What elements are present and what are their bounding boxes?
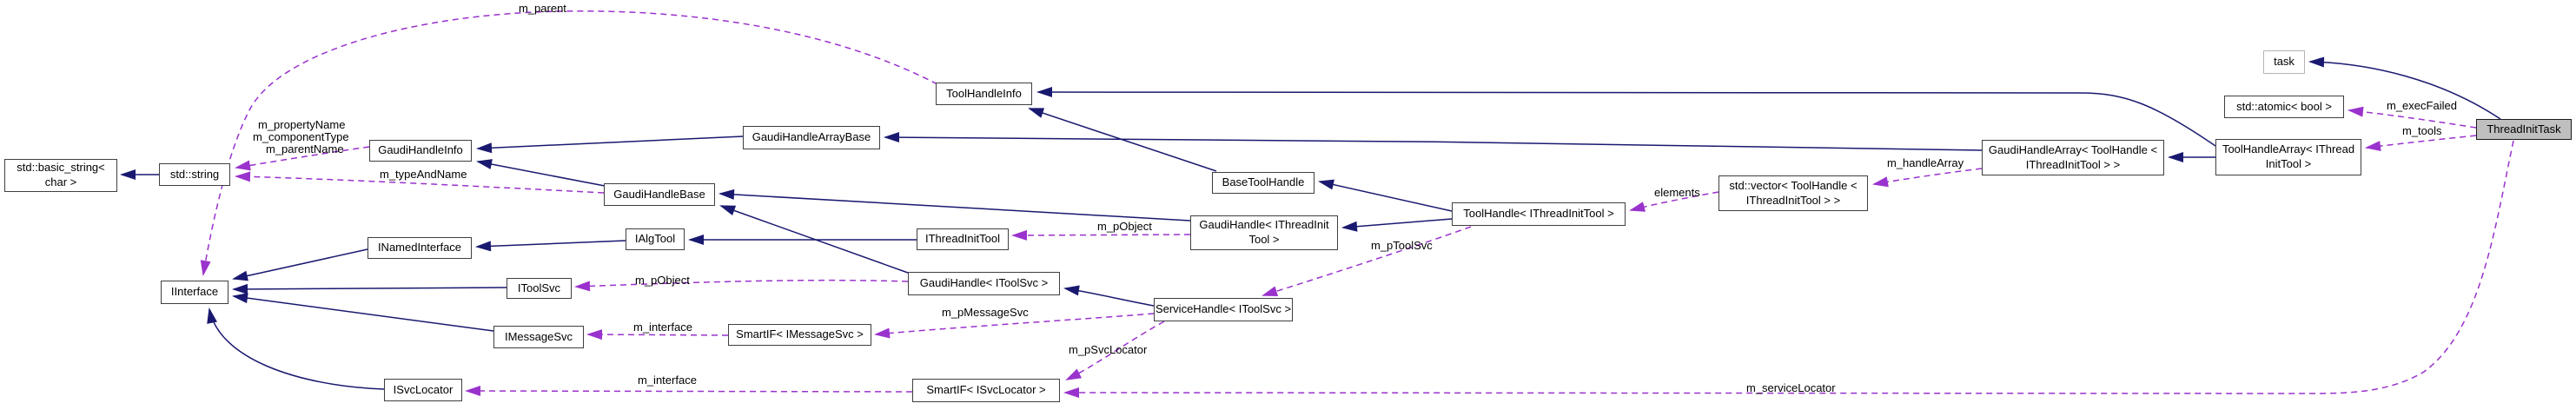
class-node-base-tool-handle[interactable]: BaseToolHandle bbox=[1212, 172, 1314, 194]
edge-m-servicelocator bbox=[1063, 140, 2514, 399]
edge-m-interface-msg bbox=[586, 329, 729, 341]
edge-label-m-component-type: m_componentType bbox=[253, 130, 349, 143]
edge-m-typeandname bbox=[235, 171, 605, 194]
class-node-std-atomic-bool[interactable]: std::atomic< bool > bbox=[2224, 96, 2344, 118]
edge-m-psvclocator bbox=[1065, 321, 1165, 380]
edge-label-m-interface-msg: m_interface bbox=[633, 321, 692, 334]
class-node-smartif-isvc-locator[interactable]: SmartIF< ISvcLocator > bbox=[912, 379, 1060, 402]
edge-label-elements: elements bbox=[1654, 186, 1700, 199]
edge-label-m-pobject-toolsvc: m_pObject bbox=[635, 274, 690, 287]
class-node-service-handle-itool-svc[interactable]: ServiceHandle< IToolSvc > bbox=[1154, 298, 1293, 321]
class-node-tool-handle-ithread-init-tool[interactable]: ToolHandle< IThreadInitTool > bbox=[1452, 202, 1626, 226]
edge-m-propertyname bbox=[235, 146, 370, 171]
edge-servicehandle-to-gaudihandle-toolsvc bbox=[1063, 285, 1155, 307]
class-node-ithread-init-tool[interactable]: IThreadInitTool bbox=[917, 228, 1009, 250]
edge-m-parent bbox=[200, 10, 938, 276]
edge-gaudihandle-thread-to-handlebase bbox=[718, 188, 1191, 222]
edge-label-m-execfailed: m_execFailed bbox=[2387, 99, 2457, 112]
edge-m-pobject-toolsvc bbox=[574, 279, 909, 292]
edge-threadinittask-to-task bbox=[2308, 56, 2501, 120]
class-node-gaudi-handle-base[interactable]: GaudiHandleBase bbox=[604, 183, 715, 206]
edge-label-m-parent-name: m_parentName bbox=[266, 142, 344, 155]
edge-m-execfailed bbox=[2348, 106, 2477, 129]
edge-label-m-ptoolsvc: m_pToolSvc bbox=[1371, 239, 1433, 252]
class-node-std-vector-tool-handle[interactable]: std::vector< ToolHandle < IThreadInitToo… bbox=[1718, 175, 1868, 211]
edge-m-tools bbox=[2365, 135, 2477, 152]
edge-toolhandlearray-to-toolhandleinfo bbox=[1036, 87, 2216, 147]
class-node-itool-svc[interactable]: IToolSvc bbox=[507, 278, 572, 299]
edge-label-m-property-name: m_propertyName bbox=[258, 118, 346, 131]
class-node-task[interactable]: task bbox=[2263, 50, 2305, 74]
class-node-smartif-imessage-svc[interactable]: SmartIF< IMessageSvc > bbox=[728, 324, 871, 346]
edge-ialgtool-to-inamedinterface bbox=[475, 240, 626, 252]
edge-label-m-type-and-name: m_typeAndName bbox=[380, 168, 467, 181]
class-node-isvc-locator[interactable]: ISvcLocator bbox=[384, 379, 462, 401]
edge-m-pmessagesvc bbox=[874, 313, 1155, 339]
edge-m-handlearray bbox=[1872, 168, 1983, 188]
edge-toolhandle-to-gaudihandle bbox=[1341, 218, 1453, 232]
edge-isvclocator-to-iinterface bbox=[207, 308, 385, 390]
class-node-std-string[interactable]: std::string bbox=[159, 163, 230, 186]
class-node-imessage-svc[interactable]: IMessageSvc bbox=[493, 326, 584, 348]
edge-inamedinterface-to-iinterface bbox=[232, 248, 368, 281]
class-node-gaudi-handle-array[interactable]: GaudiHandleArray< ToolHandle < IThreadIn… bbox=[1982, 140, 2164, 175]
edge-label-m-parent: m_parent bbox=[519, 2, 566, 15]
class-node-thread-init-task: ThreadInitTask bbox=[2476, 119, 2572, 140]
edge-m-interface-svc bbox=[465, 386, 913, 397]
edge-label-m-handlearray: m_handleArray bbox=[1887, 156, 1964, 169]
edge-label-m-pmessagesvc: m_pMessageSvc bbox=[942, 306, 1029, 319]
class-node-gaudi-handle-itool-svc[interactable]: GaudiHandle< IToolSvc > bbox=[908, 272, 1060, 295]
edge-label-m-tools: m_tools bbox=[2402, 124, 2442, 137]
class-node-basic-string[interactable]: std::basic_string< char > bbox=[4, 159, 117, 192]
class-node-tool-handle-info[interactable]: ToolHandleInfo bbox=[936, 83, 1032, 105]
edge-label-m-interface-svc: m_interface bbox=[638, 374, 697, 387]
edge-label-m-pobject-thread: m_pObject bbox=[1097, 220, 1152, 233]
class-node-ialg-tool[interactable]: IAlgTool bbox=[626, 228, 685, 250]
edge-handlearray-to-arraybase bbox=[884, 132, 1983, 151]
edge-label-m-psvclocator: m_pSvcLocator bbox=[1069, 343, 1148, 356]
edge-handlebase-to-handleinfo bbox=[476, 159, 606, 187]
class-node-inamed-interface[interactable]: INamedInterface bbox=[368, 237, 472, 259]
class-node-tool-handle-array[interactable]: ToolHandleArray< IThread InitTool > bbox=[2215, 139, 2361, 175]
edge-label-m-servicelocator: m_serviceLocator bbox=[1746, 381, 1836, 394]
edge-m-ptoolsvc bbox=[1262, 226, 1472, 296]
edge-toolhandle-to-basetoolhandle bbox=[1318, 179, 1453, 212]
class-node-iinterface[interactable]: IInterface bbox=[161, 281, 228, 304]
class-node-gaudi-handle-array-base[interactable]: GaudiHandleArrayBase bbox=[743, 126, 880, 149]
edge-itoolsvc-to-iinterface bbox=[232, 283, 507, 294]
class-node-gaudi-handle-ithread-init-tool[interactable]: GaudiHandle< IThreadInit Tool > bbox=[1190, 215, 1338, 250]
class-node-gaudi-handle-info[interactable]: GaudiHandleInfo bbox=[369, 140, 472, 162]
edge-elements bbox=[1629, 191, 1719, 212]
edge-imessagesvc-to-iinterface bbox=[232, 293, 494, 332]
edge-arraybase-to-handleinfo bbox=[476, 136, 744, 154]
